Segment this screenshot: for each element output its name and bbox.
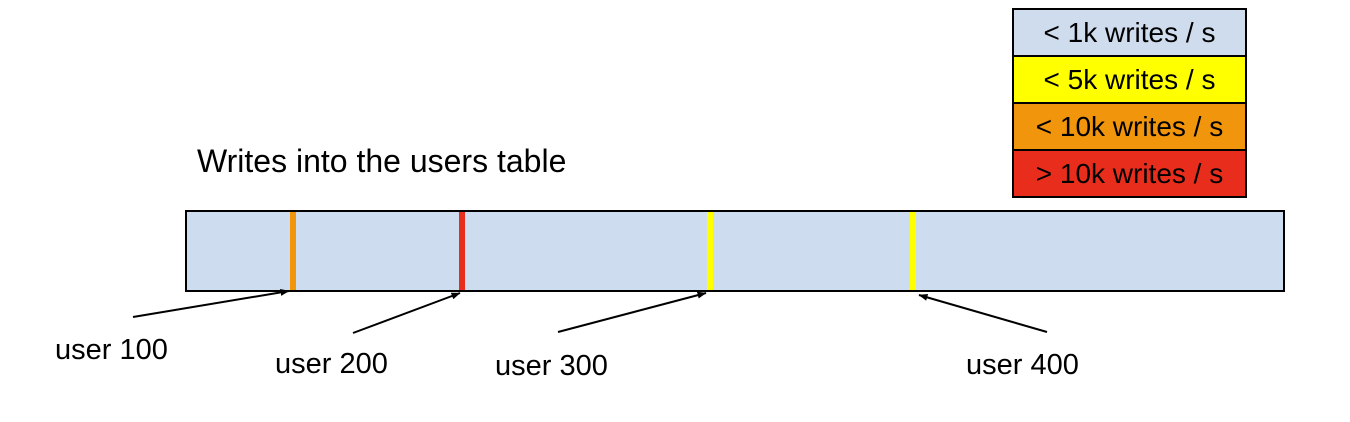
legend-item: > 10k writes / s xyxy=(1012,149,1247,198)
legend-item-label: < 5k writes / s xyxy=(1043,63,1216,95)
user-callout-label: user 400 xyxy=(966,349,1079,381)
callout-arrow xyxy=(918,293,1048,333)
user-callout-label: user 300 xyxy=(495,350,608,382)
write-rate-marker-user-300 xyxy=(707,212,713,290)
legend-item: < 1k writes / s xyxy=(1012,8,1247,57)
user-callout-label: user 100 xyxy=(55,334,168,366)
write-rate-marker-user-100 xyxy=(290,212,296,290)
users-table-bar xyxy=(185,210,1285,292)
diagram-title: Writes into the users table xyxy=(197,143,567,179)
write-rate-marker-user-400 xyxy=(910,212,916,290)
legend-item-label: < 1k writes / s xyxy=(1043,16,1216,48)
callout-arrow xyxy=(352,292,461,334)
legend-item: < 5k writes / s xyxy=(1012,55,1247,104)
legend-item-label: < 10k writes / s xyxy=(1035,110,1224,142)
write-rate-marker-user-200 xyxy=(459,212,465,290)
legend-item-label: > 10k writes / s xyxy=(1035,157,1224,189)
callout-arrow xyxy=(132,288,290,318)
legend-item: < 10k writes / s xyxy=(1012,102,1247,151)
write-rate-legend: < 1k writes / s < 5k writes / s < 10k writ… xyxy=(1012,8,1247,198)
callout-arrow xyxy=(557,291,707,333)
user-callout-label: user 200 xyxy=(275,348,388,380)
